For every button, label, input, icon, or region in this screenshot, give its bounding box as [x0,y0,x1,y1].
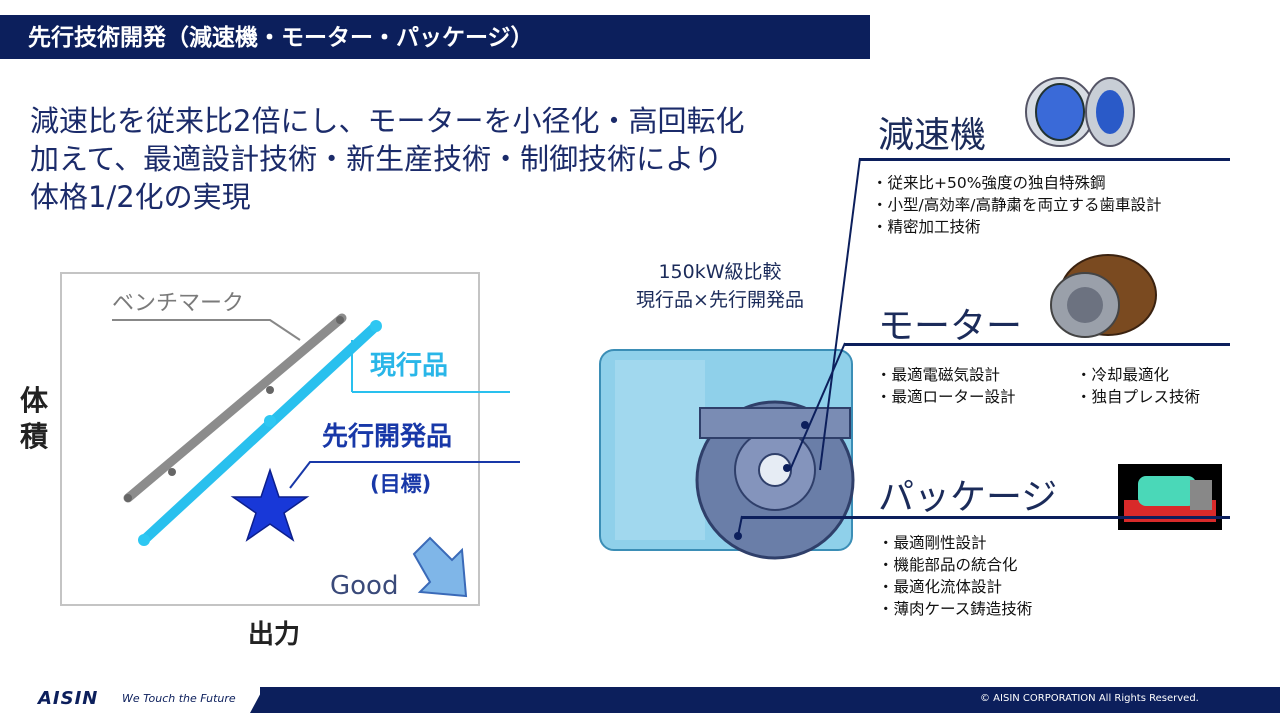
list-item: ・最適化流体設計 [878,578,1003,596]
motor-bullets-left: ・最適電磁気設計 ・最適ローター設計 [876,364,1016,408]
benchmark-label: ベンチマーク [112,291,245,316]
current-product-line [139,321,381,545]
package-rule [742,516,1230,519]
comparison-label: 150kW級比較 現行品×先行開発品 [636,261,804,311]
copyright: © AISIN CORPORATION All Rights Reserved. [980,693,1199,704]
target-label: (目標) [370,472,432,496]
list-item: ・小型/高効率/高静粛を両立する歯車設計 [872,196,1162,214]
good-label: Good [330,571,399,601]
footer-bar [260,687,1280,713]
reducer-title: 減速機 [878,115,987,156]
volume-output-chart [60,272,480,606]
headline-line-1: 減速比を従来比2倍にし、モーターを小径化・高回転化 [30,104,745,138]
list-item: ・独自プレス技術 [1076,388,1201,406]
motor-rule [845,343,1230,346]
headline: 減速比を従来比2倍にし、モーターを小径化・高回転化 加えて、最適設計技術・新生産… [30,102,850,216]
motor-title: モーター [878,306,1023,347]
list-item: ・最適電磁気設計 [876,366,1001,384]
headline-line-2: 加えて、最適設計技術・新生産技術・制御技術により [30,142,723,176]
headline-line-3: 体格1/2化の実現 [30,180,251,214]
current-product-point [370,320,382,332]
list-item: ・薄肉ケース鋳造技術 [878,600,1033,618]
package-bullets: ・最適剛性設計 ・機能部品の統合化 ・最適化流体設計 ・薄肉ケース鋳造技術 [878,532,1032,620]
list-item: ・精密加工技術 [872,218,981,236]
list-item: ・従来比+50%強度の独自特殊鋼 [872,174,1106,192]
list-item: ・最適ローター設計 [876,388,1016,406]
reducer-gear-icon [1025,77,1135,147]
benchmark-point [336,316,344,324]
tagline: We Touch the Future [122,692,236,705]
advanced-leader [289,461,520,489]
motor-connector [789,342,846,471]
current-product-label: 現行品 [370,351,449,381]
aisin-logo: AISIN [38,688,99,709]
reducer-bullets: ・従来比+50%強度の独自特殊鋼 ・小型/高効率/高静粛を両立する歯車設計 ・精… [872,172,1161,238]
x-axis-label: 出力 [248,620,301,650]
benchmark-point [124,494,132,502]
motor-bullets-right: ・冷却最適化 ・独自プレス技術 [1076,364,1200,408]
benchmark-line [123,313,347,503]
package-unit-icon [1118,464,1222,530]
transaxle-image [599,349,855,560]
list-item: ・冷却最適化 [1076,366,1170,384]
benchmark-leader [112,319,301,341]
good-arrow-icon [412,536,468,598]
advanced-product-label: 先行開発品 [322,422,453,452]
motor-stator-icon [1050,254,1157,338]
y-axis-label: 体 積 [19,384,48,453]
list-item: ・機能部品の統合化 [878,556,1018,574]
page-title: 先行技術開発（減速機・モーター・パッケージ） [28,25,534,51]
current-product-point [264,415,276,427]
title-bar [0,15,870,59]
reducer-rule [860,158,1230,161]
package-title: パッケージ [878,477,1058,518]
current-product-point [138,534,150,546]
target-star-icon [230,467,310,542]
reducer-connector [819,157,861,471]
list-item: ・最適剛性設計 [878,534,987,552]
benchmark-point [266,386,274,394]
benchmark-point [168,468,176,476]
